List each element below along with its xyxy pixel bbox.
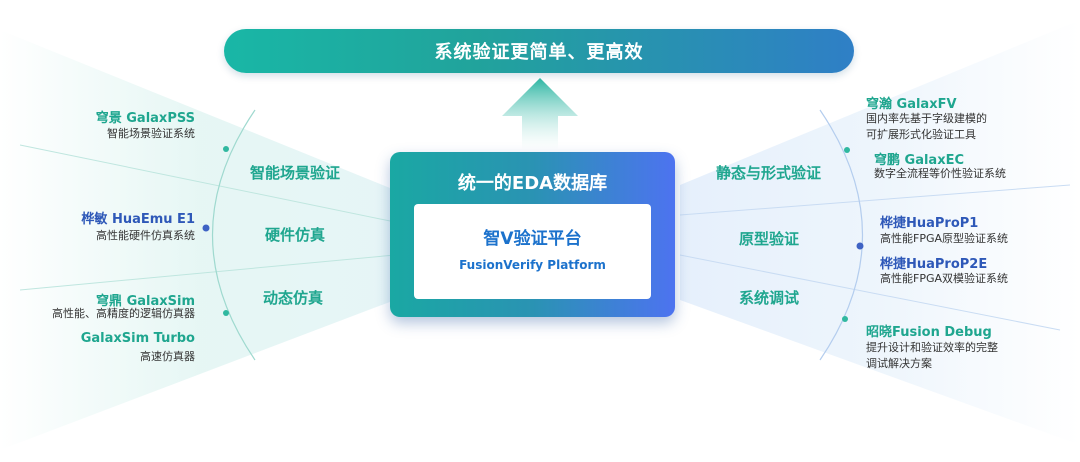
core-title: 统一的EDA数据库 bbox=[457, 173, 608, 194]
product-galaxfv-desc-2: 可扩展形式化验证工具 bbox=[866, 128, 976, 141]
product-huaprop2e-desc: 高性能FPGA双模验证系统 bbox=[880, 272, 1009, 285]
product-galaxpss: 穹景 GalaxPSS bbox=[95, 111, 195, 126]
product-fusion-debug: 昭晓Fusion Debug bbox=[866, 325, 992, 340]
product-fusion-debug-desc-2: 调试解决方案 bbox=[866, 357, 932, 370]
product-huaprop2e: 桦捷HuaProP2E bbox=[880, 257, 988, 272]
product-galaxsim: 穹鼎 GalaxSim bbox=[96, 294, 195, 309]
banner: 系统验证更简单、更高效 bbox=[224, 29, 854, 73]
platform-title: 智V验证平台 bbox=[483, 229, 582, 249]
product-huaprop1: 桦捷HuaProP1 bbox=[880, 216, 979, 231]
platform-subtitle: FusionVerify Platform bbox=[459, 258, 606, 272]
category-smart-scenario: 智能场景验证 bbox=[250, 164, 341, 182]
core-inner-panel: 智V验证平台 FusionVerify Platform bbox=[414, 204, 651, 299]
product-huaprop1-desc: 高性能FPGA原型验证系统 bbox=[880, 232, 1009, 245]
product-fusion-debug-desc-1: 提升设计和验证效率的完整 bbox=[866, 341, 998, 354]
category-hardware-emulation: 硬件仿真 bbox=[265, 226, 326, 244]
category-dynamic-simulation: 动态仿真 bbox=[263, 289, 324, 307]
product-galaxfv-desc-1: 国内率先基于字级建模的 bbox=[866, 112, 987, 125]
product-galaxfv: 穹瀚 GalaxFV bbox=[866, 97, 957, 112]
product-galaxsim-turbo-desc: 高速仿真器 bbox=[140, 350, 195, 363]
up-arrow-icon bbox=[502, 78, 578, 150]
category-static-formal: 静态与形式验证 bbox=[716, 164, 822, 182]
product-galaxpss-desc: 智能场景验证系统 bbox=[107, 127, 195, 140]
product-galaxec: 穹鹏 GalaxEC bbox=[874, 153, 965, 168]
product-huaemu-e1-desc: 高性能硬件仿真系统 bbox=[96, 229, 195, 242]
category-prototype: 原型验证 bbox=[739, 230, 800, 248]
category-system-debug: 系统调试 bbox=[739, 289, 800, 307]
product-galaxec-desc: 数字全流程等价性验证系统 bbox=[874, 167, 1006, 180]
product-galaxsim-turbo: GalaxSim Turbo bbox=[80, 331, 195, 346]
core-platform-box: 统一的EDA数据库 智V验证平台 FusionVerify Platform bbox=[390, 152, 675, 317]
product-huaemu-e1: 桦敏 HuaEmu E1 bbox=[81, 212, 195, 227]
product-galaxsim-desc: 高性能、高精度的逻辑仿真器 bbox=[52, 307, 195, 320]
